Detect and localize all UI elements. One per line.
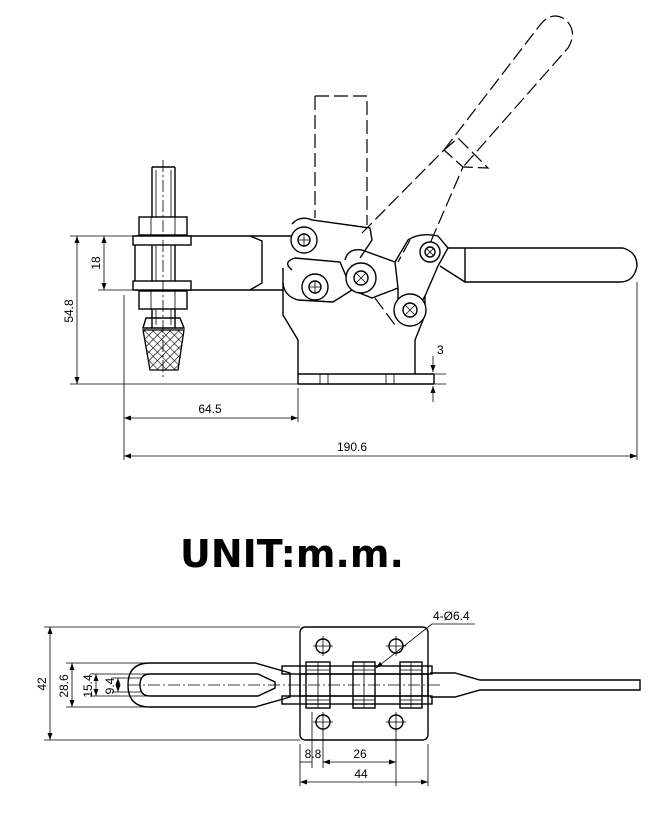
mounting-holes <box>313 636 406 732</box>
open-position-phantom <box>314 15 574 249</box>
dim-26: 26 <box>353 747 367 761</box>
side-view: 54.8 18 3 64.5 190.6 <box>62 15 638 460</box>
base-plate <box>299 626 429 741</box>
dim-8-8: 8.8 <box>305 747 322 761</box>
dim-64-5: 64.5 <box>198 402 222 416</box>
dim-9-4: 9.4 <box>103 677 117 694</box>
top-handle <box>430 672 641 698</box>
dim-28-6: 28.6 <box>57 674 71 698</box>
side-dimension-lines <box>70 235 638 460</box>
top-view: 42 28.6 15.4 9.4 4-Ø6.4 8.8 26 44 <box>35 609 641 786</box>
dim-18: 18 <box>89 256 103 270</box>
dim-44: 44 <box>354 767 368 781</box>
pivot-pins <box>290 226 441 327</box>
dim-190-6: 190.6 <box>337 440 367 454</box>
spindle-assembly <box>132 160 192 380</box>
dim-15-4: 15.4 <box>81 674 95 698</box>
unit-label: UNIT:m.m. <box>180 532 404 576</box>
dim-42: 42 <box>35 677 49 691</box>
top-dimension-lines <box>44 623 475 786</box>
dim-3: 3 <box>437 343 444 357</box>
handle-closed <box>439 247 638 283</box>
dim-54-8: 54.8 <box>62 299 76 323</box>
hole-callout: 4-Ø6.4 <box>433 609 470 623</box>
